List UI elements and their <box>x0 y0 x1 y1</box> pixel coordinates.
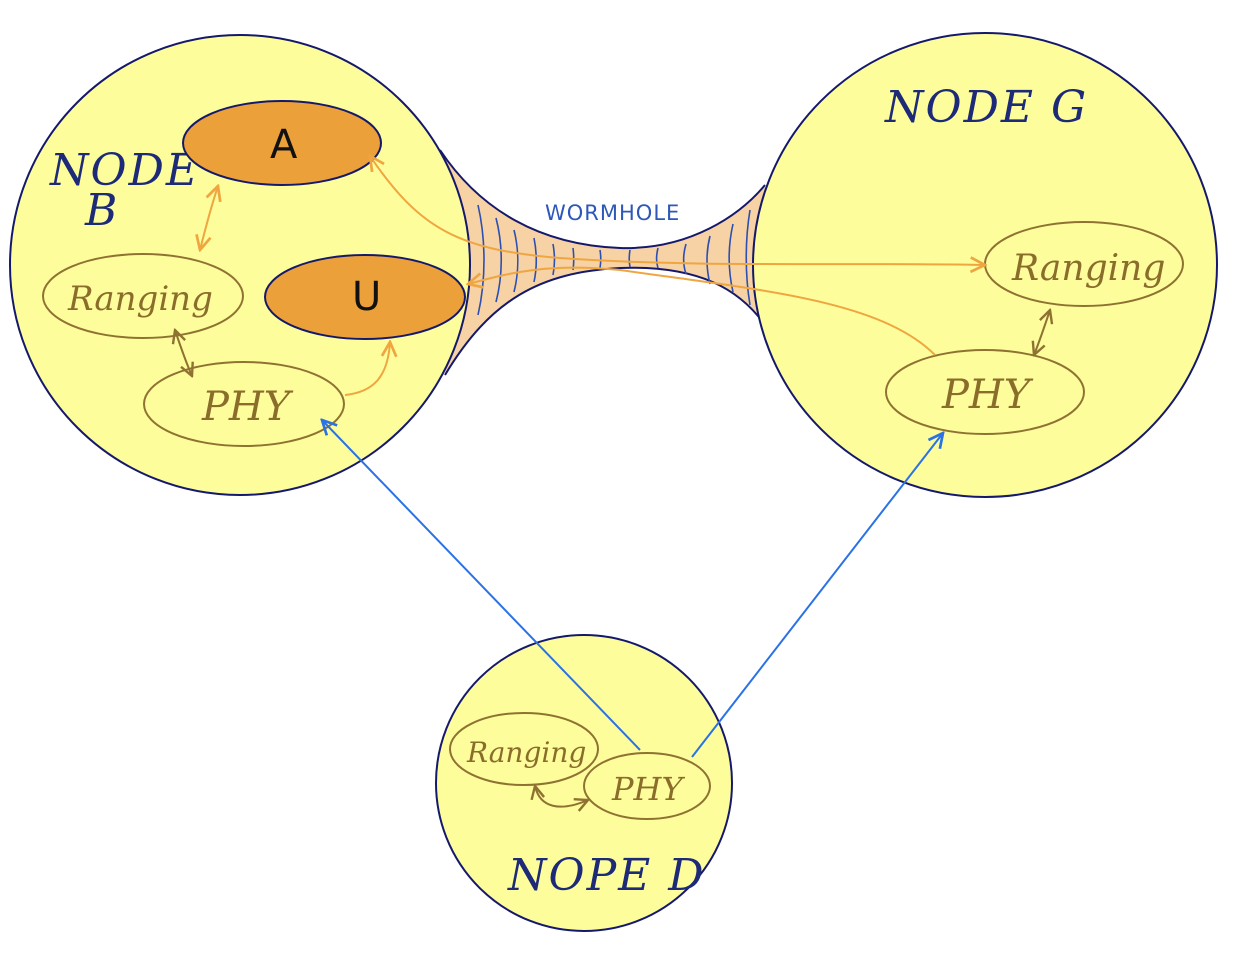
node-b-phy-label: PHY <box>201 384 294 430</box>
node-b-oval-u <box>264 254 466 340</box>
node-b-ranging-label: Ranging <box>67 279 213 319</box>
node-g-phy-label: PHY <box>941 372 1034 418</box>
arrow-g-phy-to-u <box>468 266 936 356</box>
arrow-a-ranging <box>200 186 218 250</box>
node-d-ranging-label: Ranging <box>466 736 586 769</box>
arrow-g-ranging-phy <box>1034 310 1050 355</box>
arrow-d-ranging-phy <box>535 786 588 807</box>
node-b-oval-a-label: A <box>270 122 298 168</box>
node-b-title-line2: B <box>84 185 119 236</box>
node-g-ranging-label: Ranging <box>1011 248 1165 289</box>
arrow-ranging-phy <box>175 330 192 376</box>
wormhole: WORMHOLE <box>439 149 766 376</box>
node-b-oval-a <box>182 100 382 186</box>
wormhole-label: WORMHOLE <box>545 201 680 225</box>
node-d: NOPE D Ranging PHY <box>435 634 733 932</box>
node-b-oval-u-label: U <box>352 274 381 320</box>
arrow-phy-u <box>344 342 390 396</box>
node-b-title-line1: NODE <box>49 145 200 196</box>
node-d-title: NOPE D <box>507 850 706 901</box>
node-g-phy <box>885 349 1085 435</box>
node-d-ranging <box>449 712 599 786</box>
node-g-title: NODE G <box>884 82 1088 133</box>
node-d-phy-label: PHY <box>611 770 685 808</box>
arrow-d-phy-to-b-phy <box>322 420 641 751</box>
wormhole-tunnel <box>440 150 765 375</box>
node-b-ranging <box>42 253 244 339</box>
node-b: NODE B A U Ranging PHY <box>9 34 471 496</box>
node-b-phy <box>143 361 345 447</box>
arrow-a-to-g-ranging <box>370 156 985 265</box>
arrow-d-phy-to-g-phy <box>691 433 943 758</box>
